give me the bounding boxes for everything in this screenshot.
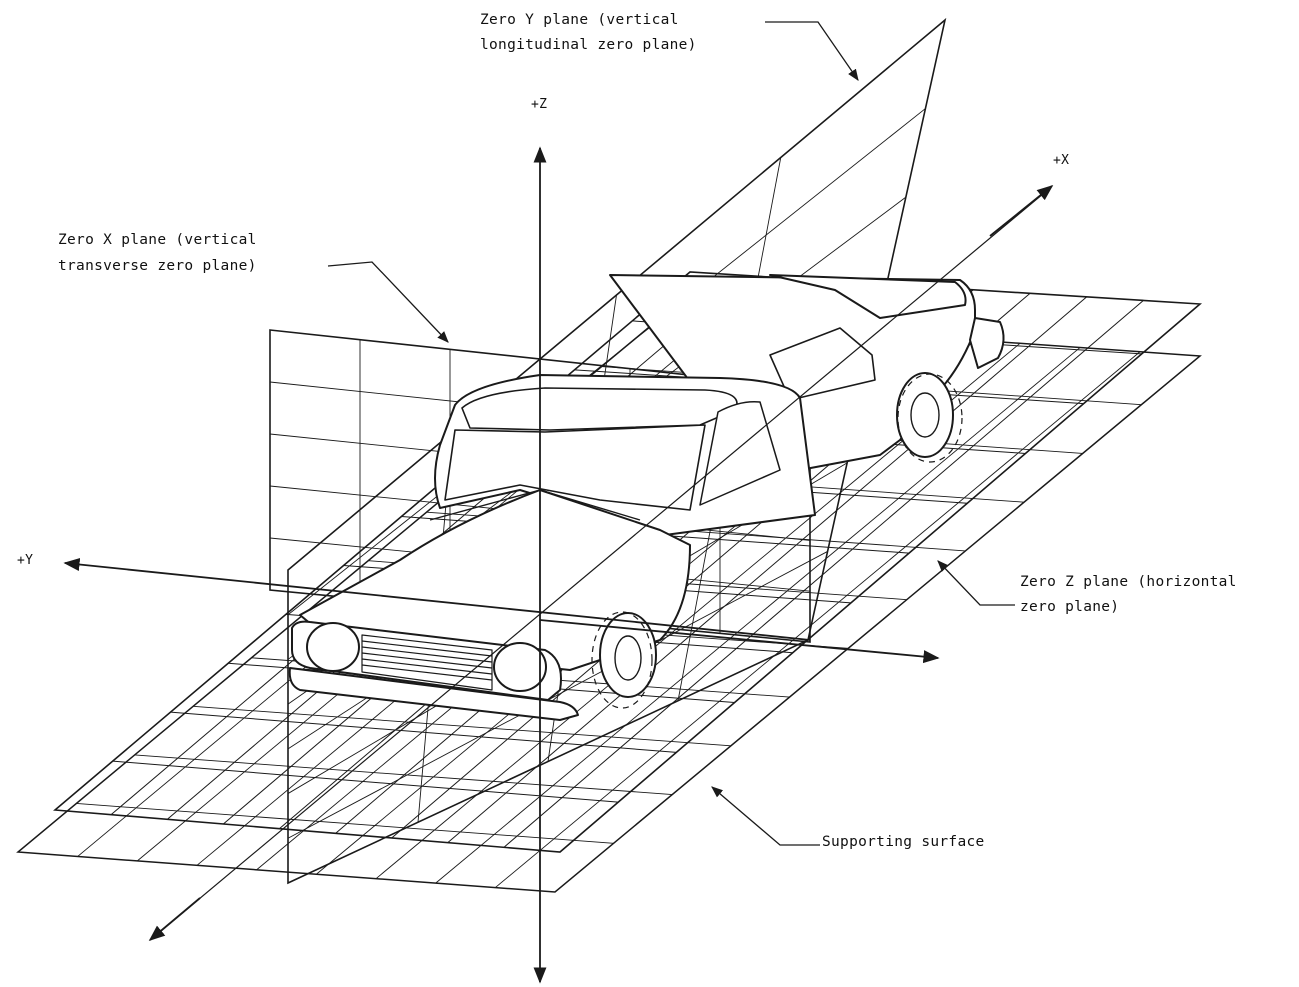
supporting-surface-grid-line (76, 803, 614, 844)
y-axis-label: +Y (17, 553, 34, 568)
car-trunk (769, 274, 967, 319)
supporting-surface-grid-line (134, 754, 673, 795)
zero-x-plane-label-line2: transverse zero plane) (58, 258, 257, 274)
callout-leaders (327, 21, 1015, 846)
car-front-bumper (288, 667, 579, 721)
zero-y-plane-label-line1: Zero Y plane (vertical (480, 12, 679, 28)
zero-z-plane-grid-line (447, 296, 1087, 844)
car-roof (461, 387, 738, 431)
zero-y-plane-grid-line (287, 551, 828, 839)
zero-y-plane-grid-line (287, 108, 926, 616)
zero-z-plane-label-line2: zero plane) (1020, 599, 1120, 615)
supporting-surface-grid-line (495, 351, 1141, 888)
x-axis-back (149, 187, 1051, 941)
car-rear-bumper (969, 317, 1005, 369)
zero-z-plane-grid-line (503, 300, 1144, 848)
leader-supporting-surface (711, 786, 820, 846)
leader-zero-x-plane (327, 261, 449, 343)
car-headlight-left (306, 622, 360, 672)
supporting-surface-label: Supporting surface (822, 834, 985, 850)
axes (63, 146, 1054, 984)
car-windshield (444, 424, 706, 511)
car-side-window (699, 400, 781, 506)
leader-zero-y-plane (765, 21, 859, 81)
leader-zero-z-plane (937, 560, 1015, 606)
zero-z-plane-grid-line (112, 760, 619, 803)
zero-x-plane-label-line1: Zero X plane (vertical (58, 232, 257, 248)
y-axis-positive (63, 558, 811, 641)
zero-z-plane-label-line1: Zero Z plane (horizontal (1020, 574, 1237, 590)
zero-z-plane-grid-line (170, 711, 677, 753)
x-axis-positive (539, 619, 940, 664)
zero-y-plane-label-line2: longitudinal zero plane) (480, 37, 697, 53)
car-headlight-right (493, 642, 547, 692)
x-axis-negative-head (148, 897, 201, 942)
car-grille (361, 634, 493, 691)
supporting-surface-grid-line (435, 347, 1081, 884)
x-axis-label: +X (1053, 153, 1070, 168)
z-axis-label: +Z (531, 97, 548, 112)
x-axis-positive-head (989, 184, 1054, 237)
